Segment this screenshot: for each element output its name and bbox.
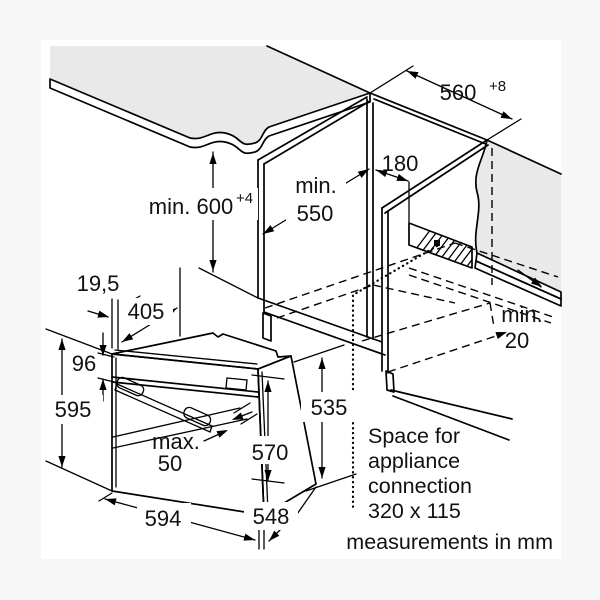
dim-handle-protrusion: max. 50 bbox=[112, 402, 258, 476]
dim-panel-height-label: 96 bbox=[72, 351, 96, 376]
note-line-3: connection bbox=[368, 474, 472, 498]
dim-niche-width-label: 560 bbox=[440, 80, 477, 105]
dim-top-depth: 405 bbox=[119, 267, 181, 343]
connection-space-hatch bbox=[408, 222, 473, 269]
dim-niche-depth-label-2: 550 bbox=[297, 201, 334, 226]
dim-rear-gap: min. 20 bbox=[387, 269, 543, 373]
dim-niche-width-sup: +8 bbox=[489, 78, 506, 95]
oven-display bbox=[225, 377, 248, 391]
dim-handle-protrusion-label-2: 50 bbox=[158, 451, 182, 476]
note-line-1: Space for bbox=[368, 424, 460, 448]
note-line-2: appliance bbox=[368, 449, 460, 473]
skirting-board bbox=[474, 252, 562, 307]
dim-frame-overhang-label: 19,5 bbox=[77, 271, 120, 296]
oven-handle bbox=[114, 376, 213, 433]
dim-niche-height: min. 600 +4 bbox=[140, 151, 259, 299]
worktop bbox=[49, 45, 371, 155]
dim-niche-height-label: min. 600 bbox=[149, 194, 233, 219]
dim-rear-gap-label-2: 20 bbox=[505, 328, 529, 353]
hidden-edges bbox=[264, 148, 559, 342]
leader-dotted bbox=[351, 244, 439, 513]
dim-rear-gap-label-1: min. bbox=[501, 302, 543, 327]
dim-rear-height: 535 bbox=[293, 344, 358, 492]
dim-front-height: 570 bbox=[245, 374, 294, 484]
right-wall-section bbox=[381, 139, 562, 441]
dim-oven-height: 595 bbox=[44, 328, 113, 492]
dim-frame-overhang: 19,5 bbox=[77, 271, 141, 350]
dim-panel-height: 96 bbox=[72, 332, 115, 402]
dim-width-label: 594 bbox=[145, 506, 182, 531]
dim-connection-offset-label: 180 bbox=[382, 151, 419, 176]
dim-top-depth-label: 405 bbox=[128, 299, 165, 324]
hatch-center-dot bbox=[434, 240, 440, 246]
dim-connection-offset: 180 bbox=[375, 151, 419, 223]
dim-niche-depth-label-1: min. bbox=[295, 173, 337, 198]
connection-note: Space for appliance connection 320 x 115 bbox=[368, 424, 472, 523]
dim-niche-height-sup: +4 bbox=[236, 190, 253, 207]
dim-handle-protrusion-label-1: max. bbox=[152, 429, 200, 454]
note-line-4: 320 x 115 bbox=[368, 499, 461, 523]
dim-niche-width: 560 +8 bbox=[369, 65, 522, 141]
dim-oven-height-label: 595 bbox=[55, 397, 92, 422]
oven-control-panel bbox=[111, 376, 259, 398]
dim-depth-label: 548 bbox=[253, 504, 290, 529]
cabinet-niche bbox=[257, 92, 489, 356]
dim-depth: 548 bbox=[244, 486, 317, 542]
measurements-footer: measurements in mm bbox=[346, 530, 553, 554]
dim-niche-depth: min. 550 bbox=[262, 168, 370, 235]
dim-width: 594 bbox=[98, 492, 265, 550]
dim-rear-height-label: 535 bbox=[311, 395, 348, 420]
dim-front-height-label: 570 bbox=[252, 440, 289, 465]
